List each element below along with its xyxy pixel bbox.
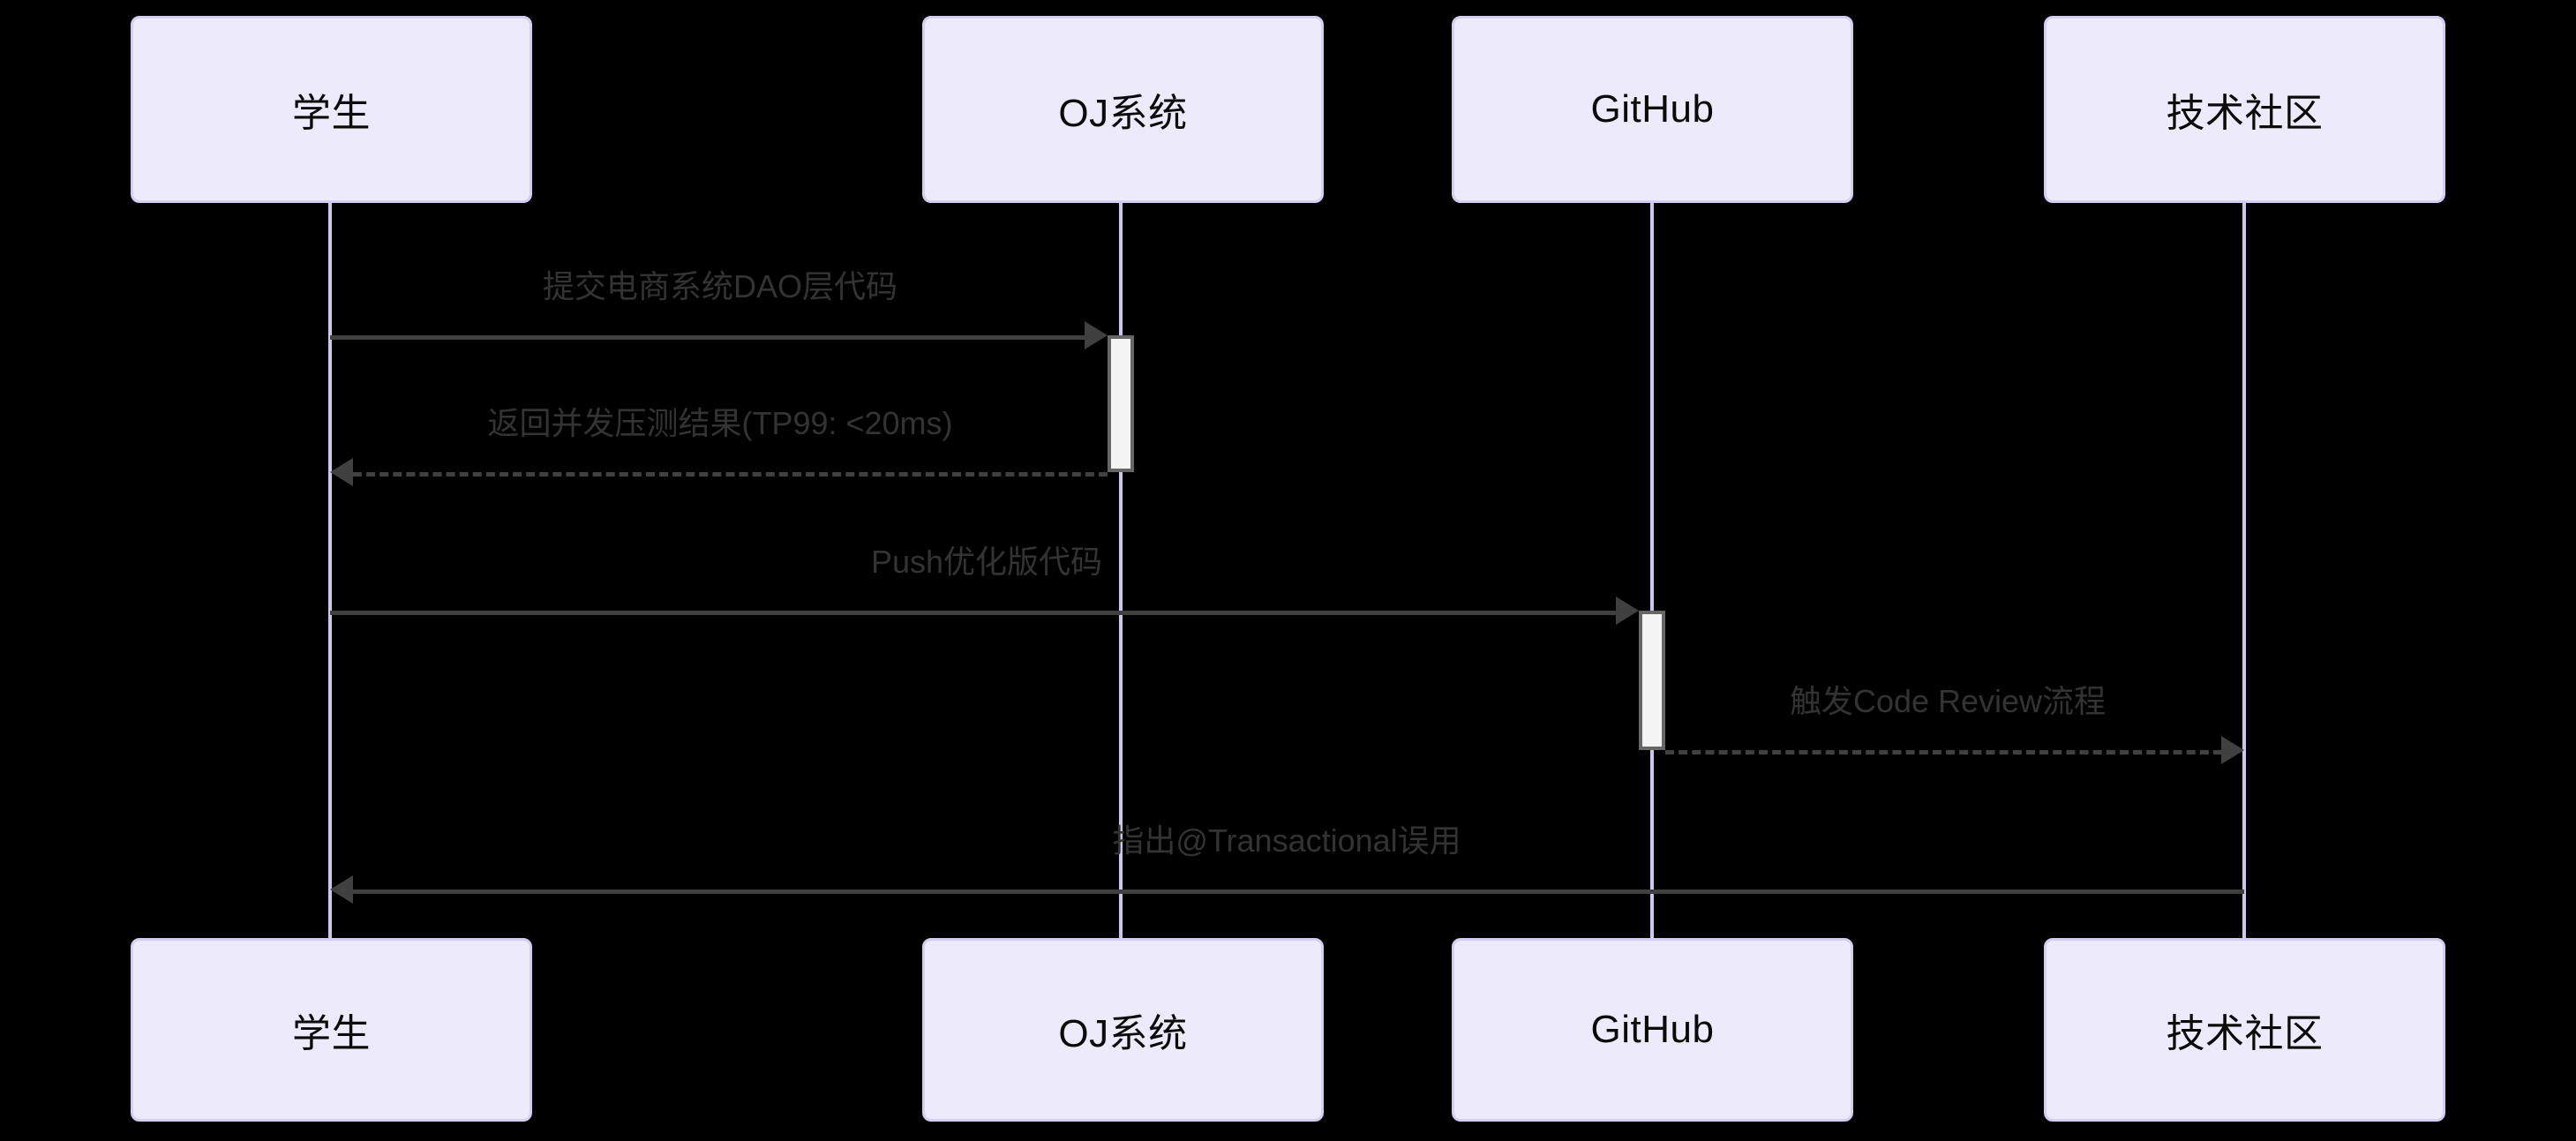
participant-box-github-top[interactable]: GitHub <box>1452 16 1853 203</box>
participant-box-community-top[interactable]: 技术社区 <box>2044 16 2445 203</box>
message-arrowhead-2 <box>330 458 353 486</box>
participant-box-oj-top[interactable]: OJ系统 <box>922 16 1324 203</box>
participant-label: 技术社区 <box>2166 1012 2324 1055</box>
participant-box-student-bottom[interactable]: 学生 <box>131 938 532 1122</box>
message-label-4: 触发Code Review流程 <box>1789 683 2107 719</box>
lifeline-github <box>1650 203 1654 938</box>
lifeline-student <box>328 203 332 938</box>
activation-bar-github <box>1639 611 1665 750</box>
message-label-3: Push优化版代码 <box>870 544 1103 580</box>
lifeline-community <box>2242 203 2246 938</box>
participant-box-oj-bottom[interactable]: OJ系统 <box>922 938 1324 1122</box>
participant-label: GitHub <box>1590 87 1715 131</box>
message-line-1 <box>330 335 1100 340</box>
participant-label: 学生 <box>292 92 371 135</box>
participant-box-community-bottom[interactable]: 技术社区 <box>2044 938 2445 1122</box>
message-label-5: 指出@Transactional误用 <box>1112 822 1461 859</box>
message-label-1: 提交电商系统DAO层代码 <box>542 268 898 304</box>
participant-box-github-bottom[interactable]: GitHub <box>1452 938 1853 1122</box>
message-arrowhead-5 <box>330 875 353 904</box>
participant-label: GitHub <box>1590 1008 1715 1051</box>
message-line-3 <box>330 611 1631 615</box>
message-label-2: 返回并发压测结果(TP99: <20ms) <box>487 405 953 441</box>
message-arrowhead-1 <box>1085 321 1108 349</box>
message-line-5 <box>353 890 2244 894</box>
participant-label: 技术社区 <box>2166 92 2324 135</box>
participant-box-student-top[interactable]: 学生 <box>131 16 532 203</box>
participant-label: 学生 <box>292 1012 371 1055</box>
activation-bar-oj <box>1108 335 1134 472</box>
message-line-4 <box>1665 750 2222 754</box>
lifeline-oj <box>1119 203 1123 938</box>
participant-label: OJ系统 <box>1058 1012 1188 1055</box>
participant-label: OJ系统 <box>1058 92 1188 135</box>
message-line-2 <box>353 472 1108 477</box>
message-arrowhead-3 <box>1616 597 1639 625</box>
message-arrowhead-4 <box>2221 736 2244 764</box>
